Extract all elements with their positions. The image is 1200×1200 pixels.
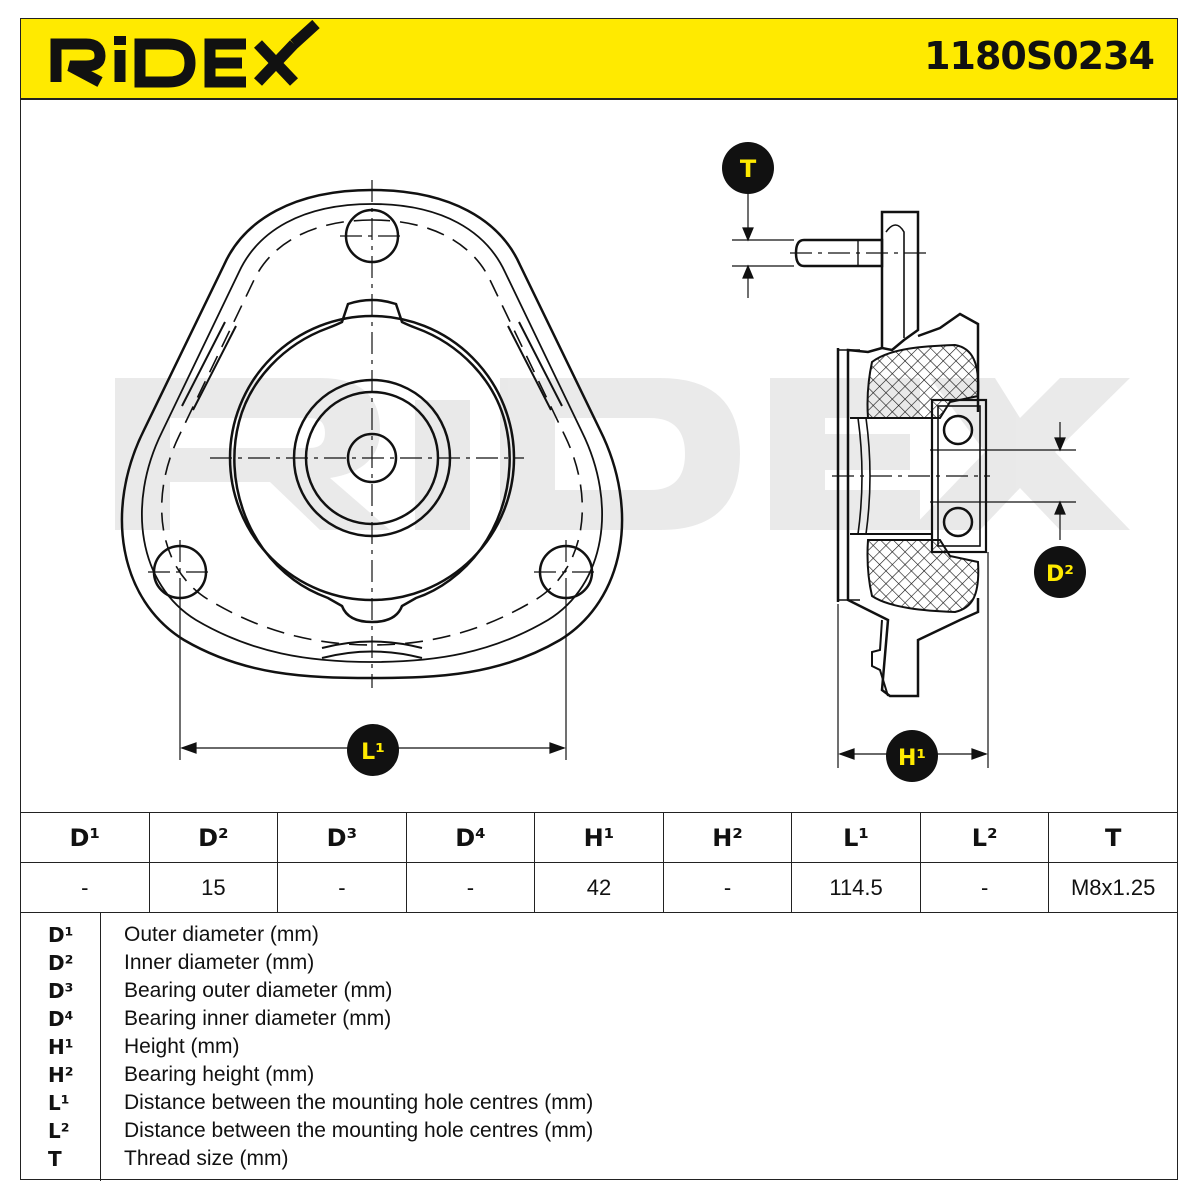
legend-desc: Outer diameter (mm) [124, 923, 319, 946]
part-number: 1180S0234 [924, 34, 1155, 78]
callout-thread: T [722, 142, 774, 194]
center-bore [346, 432, 398, 484]
legend-key: D² [48, 951, 74, 975]
spec-value-cell: 42 [534, 862, 664, 913]
legend-desc: Distance between the mounting hole centr… [124, 1119, 594, 1142]
legend-desc: Distance between the mounting hole centr… [124, 1091, 594, 1114]
spec-value-cell: 114.5 [791, 862, 921, 913]
legend-desc: Thread size (mm) [124, 1147, 289, 1170]
flange-dashed-outline [160, 219, 584, 646]
ridex-watermark [115, 378, 1130, 530]
bearing-ball-lower [942, 506, 974, 538]
legend-desc: Bearing inner diameter (mm) [124, 1007, 392, 1030]
spec-value-cell: M8x1.25 [1048, 862, 1178, 913]
svg-text:H¹: H¹ [898, 746, 926, 771]
spec-header-row: D¹ D² D³ D⁴ H¹ H² L¹ L² T [20, 812, 1178, 863]
stud-bolt [794, 238, 884, 268]
legend-item: D⁴ Bearing inner diameter (mm) [20, 1005, 1178, 1033]
svg-text:T: T [740, 155, 757, 183]
callout-height: H¹ [886, 730, 938, 782]
legend-key: H¹ [48, 1035, 74, 1059]
spec-header-cell: L² [919, 812, 1050, 863]
legend-desc: Inner diameter (mm) [124, 951, 315, 974]
spec-value-cell: - [20, 862, 150, 913]
legend: D¹ Outer diameter (mm) D² Inner diameter… [20, 912, 1178, 1181]
spec-header-cell: D⁴ [405, 812, 536, 863]
spec-value-cell: - [405, 862, 536, 913]
section-view [732, 190, 1076, 768]
spec-header-cell: H¹ [534, 812, 664, 863]
svg-text:L¹: L¹ [361, 740, 385, 765]
legend-item: D³ Bearing outer diameter (mm) [20, 977, 1178, 1005]
legend-item: H² Bearing height (mm) [20, 1061, 1178, 1089]
center-cup [233, 298, 511, 624]
legend-item: L² Distance between the mounting hole ce… [20, 1117, 1178, 1145]
technical-drawing: T D² L¹ H¹ [115, 142, 1130, 782]
legend-desc: Bearing outer diameter (mm) [124, 979, 393, 1002]
spec-value-cell: - [919, 862, 1050, 913]
legend-item: H¹ Height (mm) [20, 1033, 1178, 1061]
spec-header-cell: D³ [277, 812, 407, 863]
spec-table: D¹ D² D³ D⁴ H¹ H² L¹ L² T - 15 - - 42 - … [20, 812, 1178, 913]
legend-divider [100, 913, 101, 1181]
spec-header-cell: H² [662, 812, 793, 863]
front-view [120, 180, 624, 760]
legend-key: D¹ [48, 923, 74, 947]
outer-frame [20, 18, 1178, 1180]
legend-key: H² [48, 1063, 74, 1087]
legend-desc: Height (mm) [124, 1035, 240, 1058]
slot-left [181, 321, 237, 411]
legend-item: D¹ Outer diameter (mm) [20, 921, 1178, 949]
legend-desc: Bearing height (mm) [124, 1063, 315, 1086]
spec-value-cell: 15 [148, 862, 279, 913]
bearing-ball-upper [942, 414, 974, 446]
ridex-logo [50, 20, 320, 88]
legend-key: L¹ [48, 1091, 70, 1115]
legend-item: D² Inner diameter (mm) [20, 949, 1178, 977]
callout-inner-diameter: D² [1034, 546, 1086, 598]
legend-item: L¹ Distance between the mounting hole ce… [20, 1089, 1178, 1117]
legend-key: T [48, 1147, 62, 1171]
spec-header-cell: T [1048, 812, 1178, 863]
spec-value-cell: - [662, 862, 793, 913]
spec-value-row: - 15 - - 42 - 114.5 - M8x1.25 [20, 862, 1178, 913]
spec-header-cell: L¹ [791, 812, 921, 863]
spec-value-cell: - [277, 862, 407, 913]
slot-right [507, 321, 563, 411]
legend-key: L² [48, 1119, 70, 1143]
legend-item: T Thread size (mm) [20, 1145, 1178, 1173]
callout-hole-distance: L¹ [347, 724, 399, 776]
header-bar: 1180S0234 [20, 18, 1178, 100]
spec-header-cell: D¹ [20, 812, 150, 863]
legend-key: D⁴ [48, 1007, 74, 1031]
spec-header-cell: D² [148, 812, 279, 863]
legend-key: D³ [48, 979, 74, 1003]
flange-inner-outline [141, 203, 603, 663]
svg-text:D²: D² [1046, 562, 1074, 587]
